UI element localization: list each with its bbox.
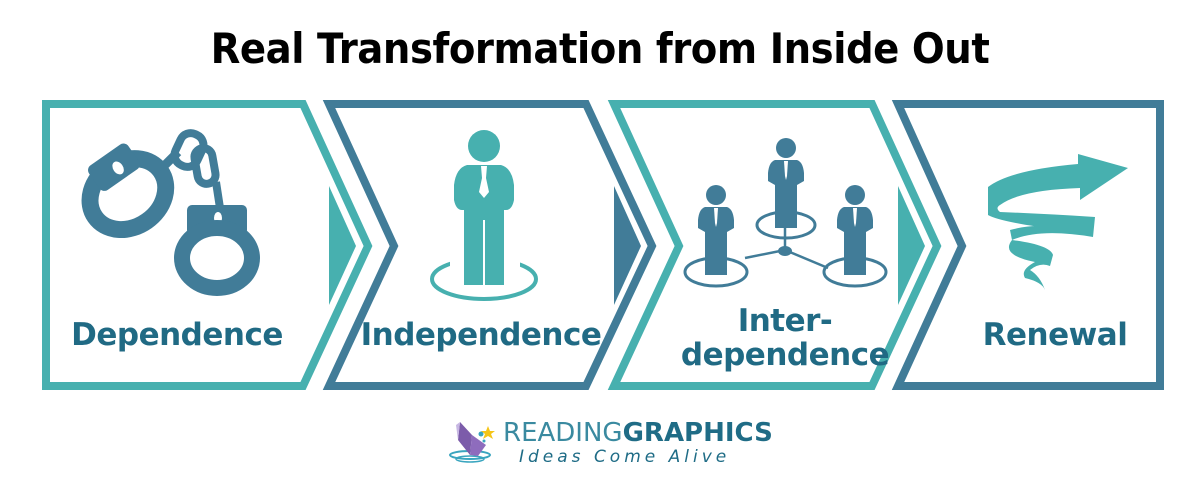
stage-frame-renewal [891, 100, 1164, 390]
arrow-triangle-3 [898, 186, 925, 305]
stage-label-interdependence-line1: Inter- [737, 303, 833, 339]
arrow-triangle-1 [329, 186, 356, 305]
connected-people-icon [683, 138, 888, 288]
brand-name-bold: GRAPHICS [622, 418, 773, 448]
page-title: Real Transformation from Inside Out [210, 24, 990, 73]
spiral-arrow-icon [988, 154, 1128, 290]
stage-label-dependence: Dependence [71, 317, 283, 353]
stage-label-renewal: Renewal [982, 317, 1128, 353]
stage-frame-dependence [42, 100, 373, 390]
single-person-icon [430, 130, 538, 301]
handcuffs-icon [81, 129, 260, 296]
stage-frame-independence [322, 100, 657, 390]
brand-name-light: READING [503, 418, 623, 448]
stage-frame-interdependence [607, 100, 942, 390]
stage-label-interdependence-line2: dependence [680, 337, 890, 373]
stage-label-independence: Independence [360, 317, 602, 353]
arrow-triangle-2 [614, 186, 641, 305]
brand-name: READINGGRAPHICS [503, 418, 773, 448]
brand-tagline: Ideas Come Alive [519, 447, 731, 467]
readinggraphics-logo-icon [449, 422, 495, 463]
